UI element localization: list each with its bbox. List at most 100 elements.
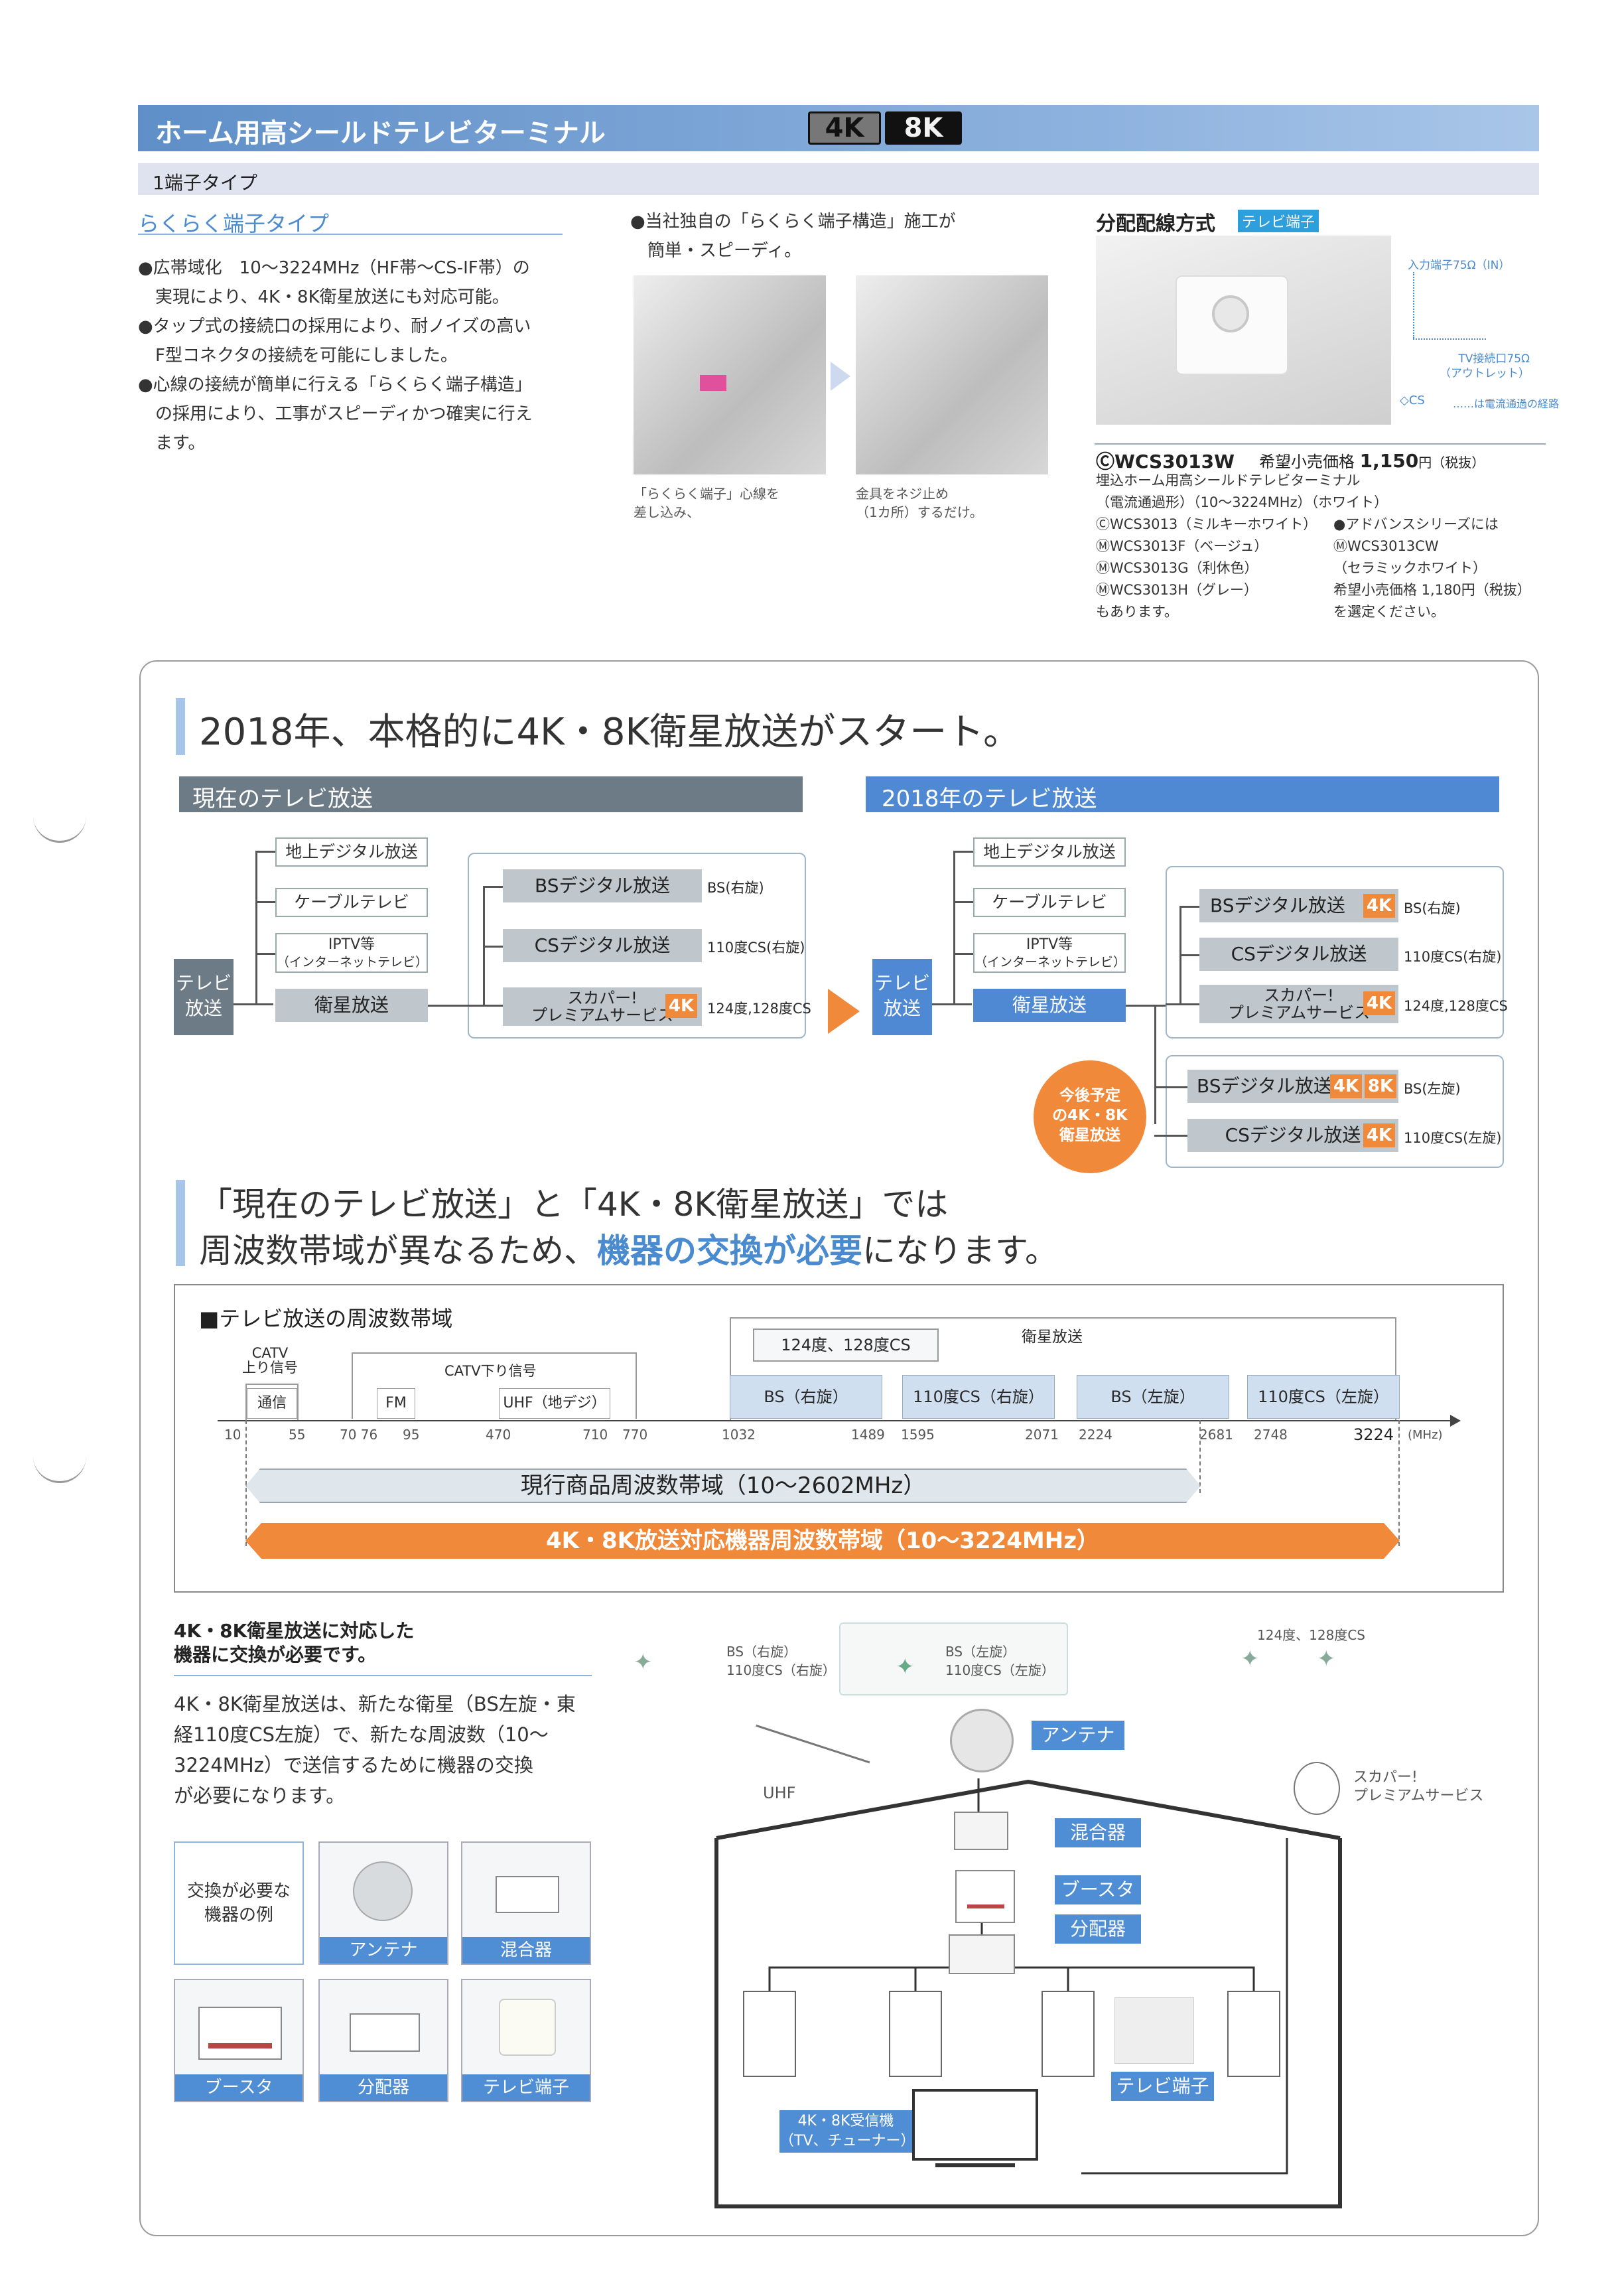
bullet-3-line3: ます。 [155, 433, 206, 453]
current-sat-branch-3 [468, 1005, 503, 1007]
band-uhf: UHF（地デジ） [499, 1388, 610, 1419]
bottom-body: 4K・8K衛星放送は、新たな衛星（BS左旋・東 経110度CS左旋）で、新たな周… [174, 1689, 576, 1811]
current-tv-root-line1: テレビ [175, 972, 232, 994]
future-tv-root-line2: 放送 [883, 997, 921, 1019]
bottom-body-line3: 3224MHz）で送信するために機器の交換 [174, 1754, 533, 1776]
planned-badge: 今後予定 の4K・8K 衛星放送 [1034, 1060, 1146, 1173]
future-iptv-line2: （インターネットテレビ） [975, 955, 1126, 969]
satellite-right-icon: ✦ [634, 1649, 653, 1676]
variant-2: ⓂWCS3013F（ベージュ） [1096, 538, 1268, 554]
current-sat-branch-2 [483, 946, 503, 948]
catv-up-label: CATV 上り信号 [242, 1346, 298, 1375]
current-sat-link [428, 1005, 468, 1007]
band-fm: FM [377, 1388, 415, 1419]
current-bs: BSデジタル放送 [503, 869, 702, 902]
future-sat-group-new [1166, 1055, 1504, 1168]
future-tv-bar: 2018年のテレビ放送 [866, 776, 1499, 812]
sat1-line2: 110度CS（右旋） [726, 1662, 836, 1678]
booster-label: ブースタ [1055, 1875, 1141, 1904]
band-bs-right: BS（右旋） [730, 1375, 882, 1419]
booster-device-indicator [967, 1904, 1004, 1908]
future-sat-branch-3 [1166, 1003, 1199, 1005]
price-label: 希望小売価格 [1259, 453, 1355, 471]
future-connector-root [932, 1003, 972, 1005]
terminal-photo [1114, 1997, 1194, 2064]
price-unit: 円（税抜） [1418, 455, 1485, 470]
construction-lead: ●当社独自の「らくらく端子構造」施工が 簡単・スピーディ。 [630, 207, 956, 265]
equipment-booster: ブースタ [174, 1979, 304, 2102]
bullet-1-line2: 実現により、4K・8K衛星放送にも対応可能。 [155, 287, 509, 307]
bottom-heading: 4K・8K衛星放送に対応した 機器に交換が必要です。 [174, 1619, 414, 1667]
bottom-body-line4: が必要になります。 [174, 1784, 346, 1807]
caption-2-line1: 金具をネジ止め [856, 486, 949, 502]
future-cs-left-4k: 4K [1363, 1123, 1395, 1147]
heading-b-part1: 周波数帯域が異なるため、 [199, 1232, 597, 1270]
title-band: ホーム用高シールドテレビターミナル 4K 8K [138, 105, 1539, 151]
bullet-3-line2: の採用により、工事がスピーディかつ確実に行え [155, 404, 533, 424]
legend-path-note: ……は電流通過の経路 [1453, 397, 1560, 410]
dish-antenna-icon [950, 1709, 1014, 1772]
satellite-left-new-icon: ✦ [896, 1654, 915, 1680]
new-satellite-box [839, 1622, 1068, 1695]
badge-4k: 4K [808, 111, 881, 145]
catv-up-line2: 上り信号 [242, 1360, 298, 1376]
band-bs-left: BS（左旋） [1077, 1375, 1229, 1419]
intro-underline [138, 234, 563, 235]
equipment-terminal-label: テレビ端子 [462, 2074, 590, 2101]
band-comm: 通信 [247, 1388, 297, 1419]
legend-path-vertical [1413, 272, 1414, 338]
sat-label: 衛星放送 [1022, 1328, 1083, 1346]
mixer-device [954, 1812, 1008, 1850]
current-skyperfect-line1: スカパー! [567, 989, 638, 1007]
future-branch-3 [953, 953, 973, 955]
caption-1-line1: 「らくらく端子」心線を [634, 486, 779, 502]
sat2-line2: 110度CS（左旋） [945, 1662, 1055, 1678]
photo-insert-wire [634, 275, 826, 474]
future-new-branch-1 [1154, 1086, 1199, 1088]
wall-outlet-2 [889, 1991, 942, 2077]
satellite-cs-1-icon: ✦ [1241, 1646, 1260, 1672]
advance-line2: ⓂWCS3013CW [1333, 538, 1439, 554]
future-cs: CSデジタル放送 [1199, 938, 1398, 971]
skyperfect-line2: プレミアムサービス [1353, 1788, 1484, 1804]
bottom-divider [174, 1675, 592, 1676]
current-iptv-line1: IPTV等 [328, 936, 375, 953]
future-sat-down [1154, 1005, 1156, 1124]
product-heading: 分配配線方式 [1096, 212, 1215, 236]
product-tag: テレビ端子 [1238, 210, 1319, 232]
current-skyperfect-4k: 4K [665, 994, 697, 1018]
future-bs-note: BS(右旋) [1404, 900, 1461, 916]
section2-heading-b: 周波数帯域が異なるため、機器の交換が必要になります。 [199, 1224, 1058, 1272]
future-bs-left-4k: 4K [1330, 1074, 1362, 1098]
caption-1-line2: 差し込み、 [634, 504, 700, 520]
future-new-branch-2 [1154, 1135, 1199, 1137]
wall-outlet-3 [1042, 1991, 1095, 2077]
bottom-body-line2: 経110度CS左旋）で、新たな周波数（10〜 [174, 1723, 549, 1746]
product-desc: 埋込ホーム用高シールドテレビターミナル （電流通過形）（10〜3224MHz）（… [1096, 470, 1388, 514]
receiver-label: 4K・8K受信機 （TV、チューナー） [779, 2110, 915, 2153]
heading-b-highlight: 機器の交換が必要 [597, 1232, 862, 1270]
advance-line1: ●アドバンスシリーズには [1333, 516, 1499, 532]
photo-screw-fix [856, 275, 1048, 474]
tick-2071: 2071 [1025, 1427, 1059, 1443]
product-advance: ●アドバンスシリーズには ⓂWCS3013CW （セラミックホワイト） 希望小売… [1333, 514, 1531, 623]
splitter-label: 分配器 [1055, 1914, 1141, 1944]
example-label-box: 交換が必要な 機器の例 [174, 1841, 304, 1965]
current-tv-root: テレビ 放送 [174, 959, 234, 1035]
subtitle-band: 1端子タイプ [138, 163, 1539, 195]
satellite-cs-2-icon: ✦ [1317, 1646, 1336, 1672]
sat3-label: 124度、128度CS [1257, 1627, 1366, 1643]
tick-2224: 2224 [1079, 1427, 1112, 1443]
product-model: ⒸWCS3013W [1096, 447, 1235, 474]
variant-1: ⒸWCS3013（ミルキーホワイト） [1096, 516, 1317, 532]
terminal-icon [499, 1999, 556, 2056]
bullet-3-line1: ●心線の接続が簡単に行える「らくらく端子構造」 [138, 375, 532, 395]
future-iptv: IPTV等 （インターネットテレビ） [973, 933, 1126, 973]
future-bs-left: BSデジタル放送 [1187, 1070, 1398, 1103]
bullet-2-line1: ●タップ式の接続口の採用により、耐ノイズの高い [138, 317, 531, 336]
future-sat-link [1126, 1005, 1166, 1007]
sat1-line1: BS（右旋） [726, 1644, 797, 1660]
sat-124-label: 124度、128度CS [753, 1328, 939, 1362]
product-variants: ⒸWCS3013（ミルキーホワイト） ⓂWCS3013F（ベージュ） ⓂWCS3… [1096, 514, 1317, 623]
current-sat-branch-1 [483, 886, 503, 888]
